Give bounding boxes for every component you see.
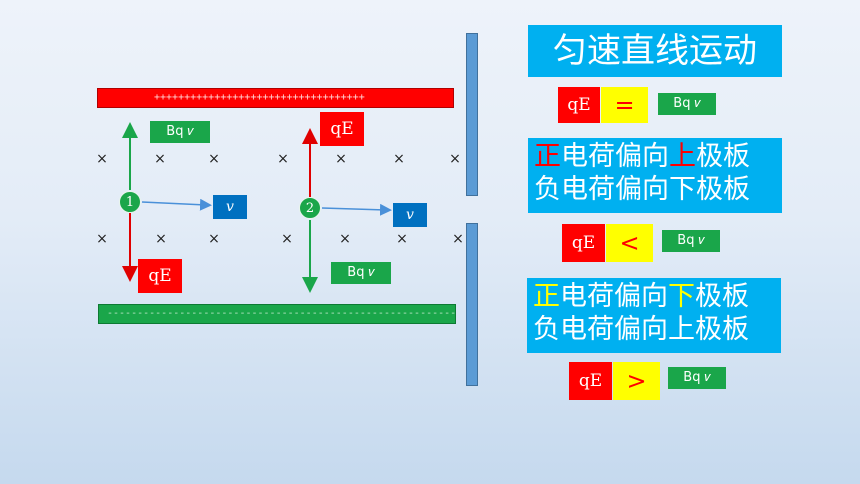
cmp2-operator: < bbox=[606, 224, 653, 262]
cmp3-operator: > bbox=[613, 362, 660, 400]
field-cross: × bbox=[449, 151, 461, 167]
field-cross: × bbox=[281, 231, 293, 247]
cmp1-qe: qE bbox=[558, 87, 600, 123]
positive-plate: +++++++++++++++++++++++++++++++++++ bbox=[97, 88, 454, 108]
p2-velocity-arrow bbox=[321, 203, 392, 216]
p1-magnetic-force-label: Bq 𝑣 bbox=[150, 121, 210, 143]
p1-velocity-arrow bbox=[141, 198, 212, 211]
case-greater-line-2: 负电荷偏向上极板 bbox=[533, 314, 749, 345]
case-greater-line-1: 正电荷偏向下极板 bbox=[533, 281, 749, 312]
cmp2-bqv: Bq 𝑣 bbox=[662, 230, 720, 252]
p1-velocity-label: 𝑣 bbox=[213, 195, 247, 219]
field-cross: × bbox=[452, 231, 464, 247]
field-cross: × bbox=[277, 151, 289, 167]
field-cross: × bbox=[335, 151, 347, 167]
field-cross: × bbox=[154, 151, 166, 167]
p2-magnetic-force-label: Bq 𝑣 bbox=[331, 262, 391, 284]
case-less-line-1: 正电荷偏向上极板 bbox=[534, 141, 750, 172]
field-cross: × bbox=[393, 151, 405, 167]
p1-electric-force-label: qE bbox=[138, 259, 182, 293]
field-cross: × bbox=[208, 231, 220, 247]
uniform-motion-title: 匀速直线运动 bbox=[528, 25, 782, 77]
field-cross: × bbox=[339, 231, 351, 247]
case-less-description: 正电荷偏向上极板 负电荷偏向下极板 bbox=[528, 138, 782, 213]
particle-1: 1 bbox=[119, 191, 141, 213]
cmp2-qe: qE bbox=[562, 224, 605, 262]
field-cross: × bbox=[96, 231, 108, 247]
field-cross: × bbox=[208, 151, 220, 167]
upper-barrier bbox=[466, 33, 478, 196]
field-cross: × bbox=[396, 231, 408, 247]
case-greater-description: 正电荷偏向下极板 负电荷偏向上极板 bbox=[527, 278, 781, 353]
cmp3-bqv: Bq 𝑣 bbox=[668, 367, 726, 389]
p2-velocity-label: 𝑣 bbox=[393, 203, 427, 227]
field-cross: × bbox=[96, 151, 108, 167]
lower-barrier bbox=[466, 223, 478, 386]
field-cross: × bbox=[155, 231, 167, 247]
negative-plate: ----------------------------------------… bbox=[98, 304, 456, 324]
cmp1-bqv: Bq 𝑣 bbox=[658, 93, 716, 115]
case-less-line-2: 负电荷偏向下极板 bbox=[534, 174, 750, 205]
particle-2: 2 bbox=[299, 197, 321, 219]
cmp1-operator: = bbox=[601, 87, 648, 123]
cmp3-qe: qE bbox=[569, 362, 612, 400]
p2-electric-force-label: qE bbox=[320, 112, 364, 146]
